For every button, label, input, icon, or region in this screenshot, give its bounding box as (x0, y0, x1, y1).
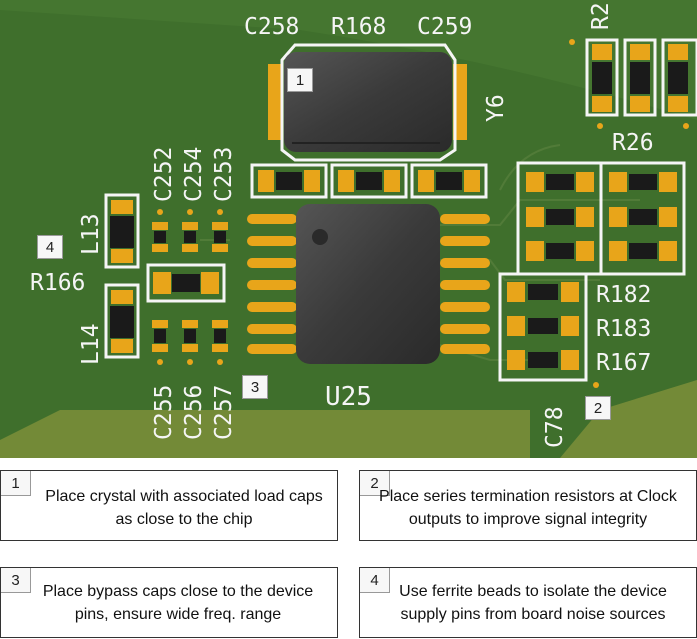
ferrite-l13 (104, 193, 140, 269)
termination-resistors (498, 272, 599, 388)
note-2: 2 Place series termination resistors at … (359, 470, 697, 541)
crystal-y6 (284, 52, 452, 152)
resistor-r166 (146, 263, 226, 303)
label-r168: R168 (331, 14, 386, 40)
copper-plane (0, 410, 530, 458)
label-u25: U25 (325, 382, 372, 412)
note-text: Use ferrite beads to isolate the device … (399, 583, 667, 623)
note-text: Place bypass caps close to the device pi… (42, 583, 314, 623)
note-number: 4 (360, 568, 390, 593)
u25-pins (247, 214, 490, 354)
label-c252: C252 (151, 147, 177, 202)
label-c78: C78 (542, 406, 568, 448)
label-r26: R26 (612, 130, 654, 156)
label-r167: R167 (596, 350, 651, 376)
label-c256: C256 (181, 385, 207, 440)
ferrite-l14 (104, 283, 140, 359)
label-c253: C253 (211, 147, 237, 202)
label-c255: C255 (151, 385, 177, 440)
label-c258: C258 (244, 14, 299, 40)
label-y6: Y6 (483, 94, 509, 122)
label-r182: R182 (596, 282, 651, 308)
note-1: 1 Place crystal with associated load cap… (0, 470, 338, 541)
callout-marker-3: 3 (242, 375, 268, 399)
ic-u25 (296, 204, 440, 364)
crystal-load-caps (250, 163, 488, 199)
note-number: 1 (1, 471, 31, 496)
note-text: Place crystal with associated load caps … (45, 488, 323, 528)
callout-marker-1: 1 (287, 68, 313, 92)
label-r166: R166 (30, 270, 85, 296)
label-l13: L13 (78, 213, 104, 255)
bypass-caps-upper (152, 209, 228, 252)
label-l14: L14 (78, 323, 104, 365)
resistor-grid-right (516, 161, 686, 276)
callout-marker-4: 4 (37, 235, 63, 259)
note-4: 4 Use ferrite beads to isolate the devic… (359, 567, 697, 638)
label-c257: C257 (211, 385, 237, 440)
callout-marker-2: 2 (585, 396, 611, 420)
bypass-caps-lower (152, 320, 228, 365)
pcb-layout-image: C258 R168 C259 Y6 R2 R26 C252 C254 C253 … (0, 0, 697, 458)
note-number: 3 (1, 568, 31, 593)
note-number: 2 (360, 471, 390, 496)
resistor-array-top-right (585, 38, 697, 117)
note-3: 3 Place bypass caps close to the device … (0, 567, 338, 638)
note-text: Place series termination resistors at Cl… (379, 488, 677, 528)
label-r183: R183 (596, 316, 651, 342)
label-r2: R2 (588, 2, 614, 30)
label-c254: C254 (181, 147, 207, 202)
label-c259: C259 (417, 14, 472, 40)
